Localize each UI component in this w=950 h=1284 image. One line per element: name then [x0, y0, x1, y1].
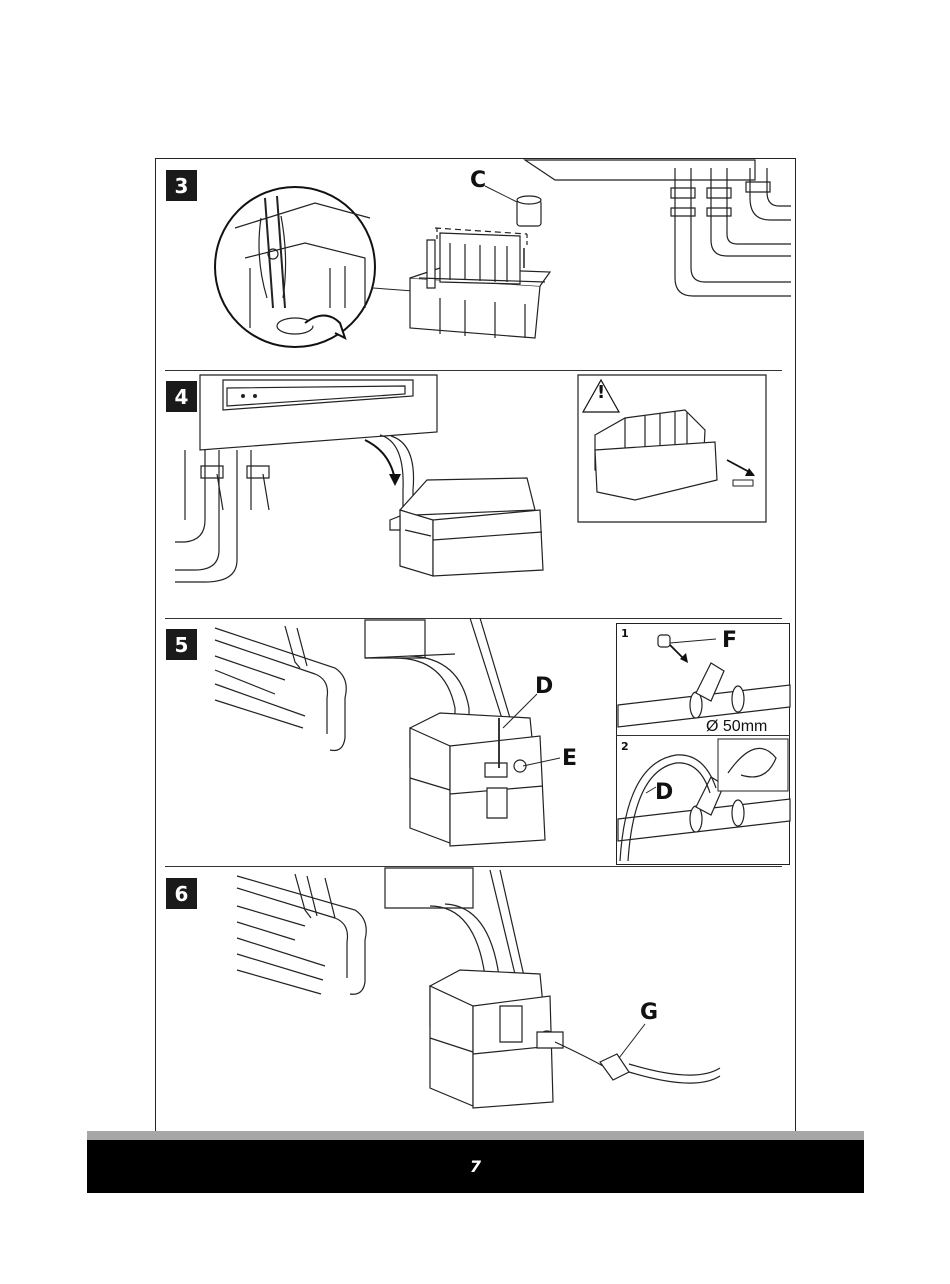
step5-detail-illustration — [616, 623, 790, 865]
callout-label: F — [722, 628, 737, 653]
step4-illustration — [155, 370, 796, 618]
callout-label: E — [562, 746, 577, 771]
callout-label: G — [640, 1000, 658, 1025]
warning-symbol: ! — [597, 382, 605, 403]
step6-illustration — [155, 866, 796, 1134]
callout-label: D — [535, 674, 553, 699]
callout-label: D — [655, 780, 673, 805]
pipe-diameter-label: Ø 50mm — [706, 718, 767, 736]
callout-label: C — [470, 168, 486, 193]
step5-illustration — [155, 618, 615, 866]
footer-rule — [87, 1131, 864, 1140]
footer-bar: 7 — [87, 1140, 864, 1193]
page-number: 7 — [87, 1140, 864, 1193]
